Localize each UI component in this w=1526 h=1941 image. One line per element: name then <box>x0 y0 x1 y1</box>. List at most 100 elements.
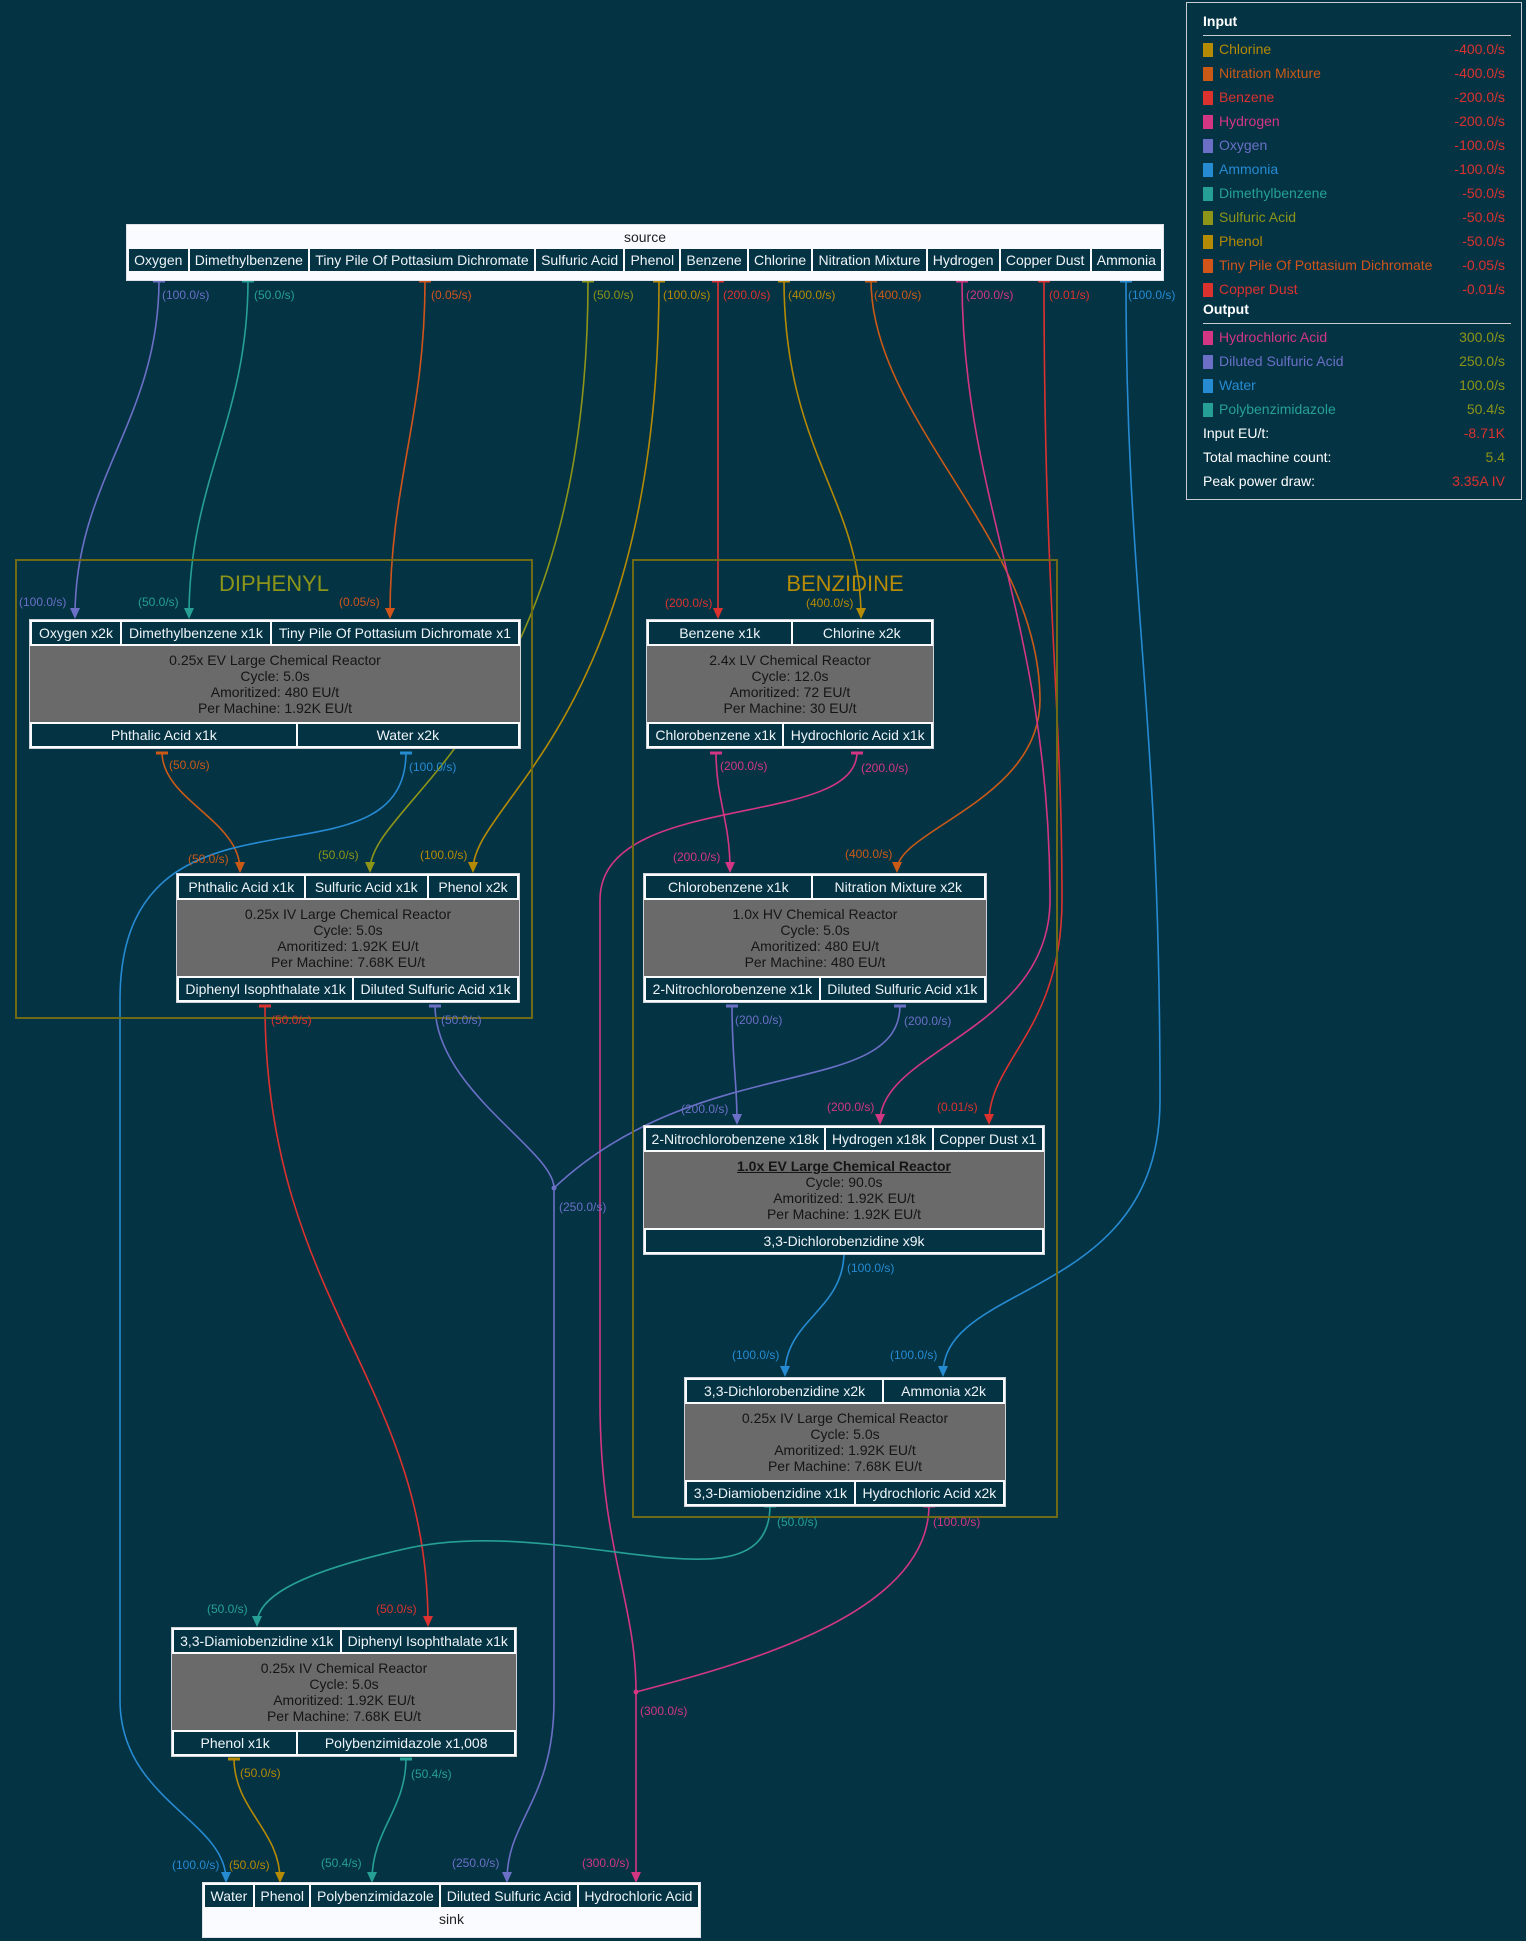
output-port[interactable]: 3,3-Diamiobenzidine x1k <box>687 1482 854 1504</box>
reactor-node[interactable]: Phthalic Acid x1k Sulfuric Acid x1k Phen… <box>176 873 520 1003</box>
legend-item-name: Input EU/t: <box>1203 425 1270 441</box>
edge-dimethylbenzene <box>188 279 249 617</box>
reactor-node[interactable]: 3,3-Dichlorobenzidine x2k Ammonia x2k 0.… <box>684 1377 1006 1507</box>
legend-item-name: Benzene <box>1219 89 1275 105</box>
input-port[interactable]: Chlorobenzene x1k <box>646 876 811 898</box>
legend-row: Oxygen-100.0/s <box>1203 136 1505 154</box>
machine-label: 0.25x IV Large Chemical Reactor <box>741 1410 949 1426</box>
cycle-label: Cycle: 5.0s <box>240 668 310 684</box>
legend-item-name: Polybenzimidazole <box>1219 401 1336 417</box>
source-port-ammonia[interactable]: Ammonia <box>1091 249 1162 271</box>
source-port-chlorine[interactable]: Chlorine <box>748 249 812 271</box>
source-port-phenol[interactable]: Phenol <box>625 249 680 271</box>
source-node[interactable]: source Oxygen Dimethylbenzene Tiny Pile … <box>126 224 1164 281</box>
legend-item-name: Hydrogen <box>1219 113 1280 129</box>
node-info: 0.25x EV Large Chemical Reactor Cycle: 5… <box>30 646 520 722</box>
output-port[interactable]: 3,3-Dichlorobenzidine x9k <box>646 1230 1042 1252</box>
edge-label: (200.0/s) <box>673 850 721 864</box>
source-port-dimethylbenzene[interactable]: Dimethylbenzene <box>189 249 309 271</box>
edge-chlorobenzene <box>715 751 731 871</box>
input-port[interactable]: Hydrogen x18k <box>826 1128 932 1150</box>
input-port[interactable]: Phenol x2k <box>429 876 517 898</box>
output-port[interactable]: Diluted Sulfuric Acid x1k <box>354 978 518 1000</box>
input-port[interactable]: Oxygen x2k <box>32 622 120 644</box>
source-port-nitration[interactable]: Nitration Mixture <box>813 249 926 271</box>
sink-port-water[interactable]: Water <box>205 1885 253 1907</box>
node-outputs: 3,3-Diamiobenzidine x1k Hydrochloric Aci… <box>685 1480 1005 1506</box>
reactor-node[interactable]: 3,3-Diamiobenzidine x1k Diphenyl Isophth… <box>171 1627 517 1757</box>
edge-label: (50.0/s) <box>777 1515 818 1529</box>
output-port[interactable]: 2-Nitrochlorobenzene x1k <box>646 978 819 1000</box>
arrowhead <box>732 1114 742 1125</box>
output-port[interactable]: Hydrochloric Acid x2k <box>855 1482 1004 1504</box>
sink-node[interactable]: Water Phenol Polybenzimidazole Diluted S… <box>202 1882 701 1938</box>
legend-item-name: Diluted Sulfuric Acid <box>1219 353 1344 369</box>
output-port[interactable]: Water x2k <box>297 724 518 746</box>
source-title: source <box>623 229 667 245</box>
edge-label: (50.4/s) <box>411 1767 452 1781</box>
output-port[interactable]: Polybenzimidazole x1,008 <box>298 1732 514 1754</box>
edge-label: (200.0/s) <box>966 288 1014 302</box>
sink-port-polybenzimidazole[interactable]: Polybenzimidazole <box>311 1885 440 1907</box>
edge-label: (100.0/s) <box>162 288 210 302</box>
input-port[interactable]: Sulfuric Acid x1k <box>305 876 427 898</box>
source-port-sulfuric[interactable]: Sulfuric Acid <box>535 249 624 271</box>
input-port[interactable]: Phthalic Acid x1k <box>179 876 304 898</box>
output-port[interactable]: Diphenyl Isophthalate x1k <box>179 978 353 1000</box>
arrowhead <box>184 608 194 619</box>
machine-label[interactable]: 1.0x EV Large Chemical Reactor <box>737 1158 951 1174</box>
edge-label: (200.0/s) <box>723 288 771 302</box>
output-port[interactable]: Phthalic Acid x1k <box>32 724 296 746</box>
edge-label: (0.05/s) <box>431 288 472 302</box>
input-port[interactable]: Chlorine x2k <box>792 622 931 644</box>
edge-label: (100.0/s) <box>1128 288 1176 302</box>
output-port[interactable]: Chlorobenzene x1k <box>649 724 783 746</box>
source-port-pottasium[interactable]: Tiny Pile Of Pottasium Dichromate <box>310 249 534 271</box>
amortized-label: Amoritized: 1.92K EU/t <box>773 1190 915 1206</box>
edge-label: (100.0/s) <box>409 760 457 774</box>
reactor-node[interactable]: Oxygen x2k Dimethylbenzene x1k Tiny Pile… <box>29 619 521 749</box>
reactor-node[interactable]: Chlorobenzene x1k Nitration Mixture x2k … <box>643 873 987 1003</box>
node-info: 0.25x IV Chemical Reactor Cycle: 5.0s Am… <box>172 1654 516 1730</box>
input-port[interactable]: Tiny Pile Of Pottasium Dichromate x1 <box>271 622 519 644</box>
legend-swatch <box>1203 91 1213 105</box>
output-port[interactable]: Phenol x1k <box>174 1732 297 1754</box>
sink-port-phenol[interactable]: Phenol <box>254 1885 310 1907</box>
reactor-node[interactable]: Benzene x1k Chlorine x2k 2.4x LV Chemica… <box>646 619 934 749</box>
input-port[interactable]: Copper Dust x1 <box>933 1128 1043 1150</box>
output-port[interactable]: Hydrochloric Acid x1k <box>784 724 931 746</box>
edge-diamio <box>256 1504 771 1625</box>
input-port[interactable]: 2-Nitrochlorobenzene x18k <box>646 1128 825 1150</box>
arrowhead <box>70 608 80 619</box>
cycle-label: Cycle: 5.0s <box>313 922 383 938</box>
arrowhead <box>856 608 866 619</box>
node-inputs: 3,3-Diamiobenzidine x1k Diphenyl Isophth… <box>172 1628 516 1654</box>
legend-swatch <box>1203 331 1213 345</box>
per-machine-label: Per Machine: 7.68K EU/t <box>767 1458 923 1474</box>
legend-item-name: Sulfuric Acid <box>1219 209 1297 225</box>
source-port-benzene[interactable]: Benzene <box>681 249 747 271</box>
output-port[interactable]: Diluted Sulfuric Acid x1k <box>820 978 984 1000</box>
input-port[interactable]: Ammonia x2k <box>884 1380 1003 1402</box>
source-port-oxygen[interactable]: Oxygen <box>129 249 188 271</box>
per-machine-label: Per Machine: 1.92K EU/t <box>766 1206 922 1222</box>
edge-dilsulf-merged <box>506 1188 555 1881</box>
node-info: 1.0x HV Chemical Reactor Cycle: 5.0s Amo… <box>644 900 986 976</box>
edge-label: (0.01/s) <box>937 1100 978 1114</box>
node-info: 2.4x LV Chemical Reactor Cycle: 12.0s Am… <box>647 646 933 722</box>
input-port[interactable]: Nitration Mixture x2k <box>812 876 985 898</box>
source-port-copper[interactable]: Copper Dust <box>1000 249 1090 271</box>
reactor-node[interactable]: 2-Nitrochlorobenzene x18k Hydrogen x18k … <box>643 1125 1045 1255</box>
source-port-hydrogen[interactable]: Hydrogen <box>927 249 999 271</box>
edge-phenol-out <box>233 1757 281 1881</box>
sink-port-hydrochloric[interactable]: Hydrochloric Acid <box>578 1885 698 1907</box>
sink-port-diluted-sulfuric[interactable]: Diluted Sulfuric Acid <box>441 1885 577 1907</box>
input-port[interactable]: Dimethylbenzene x1k <box>121 622 270 644</box>
input-port[interactable]: 3,3-Diamiobenzidine x1k <box>174 1630 340 1652</box>
input-port[interactable]: 3,3-Dichlorobenzidine x2k <box>687 1380 883 1402</box>
input-port[interactable]: Benzene x1k <box>649 622 791 644</box>
cluster-benzidine: BENZIDINE <box>632 559 1058 1518</box>
legend-item-name: Phenol <box>1219 233 1263 249</box>
input-port[interactable]: Diphenyl Isophthalate x1k <box>341 1630 515 1652</box>
